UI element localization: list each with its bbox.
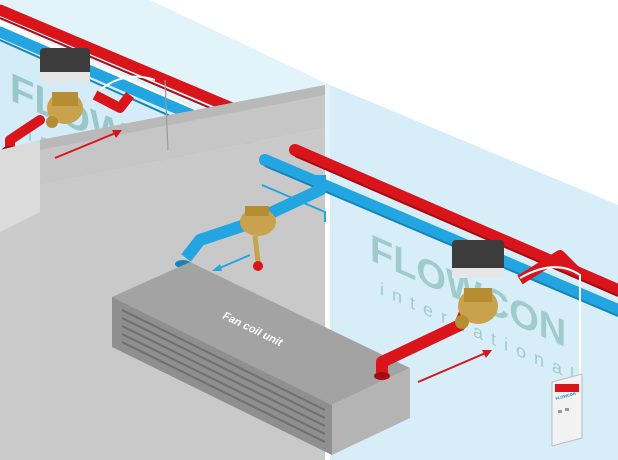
- control-wire: [164, 79, 169, 151]
- flow-arrow-icon: [417, 350, 492, 383]
- fan-coil-side: [332, 368, 410, 455]
- fan-coil-top: [112, 262, 410, 405]
- balancing-valve: [240, 206, 276, 271]
- left-valve-assembly: [40, 48, 156, 128]
- room-controller-icon: FLOWCON: [551, 373, 583, 447]
- flow-arrow-icon: [54, 130, 122, 159]
- right-valve-assembly: [452, 240, 581, 375]
- actuator-icon: [452, 240, 504, 274]
- fan-coil-grille: [121, 309, 326, 443]
- ceiling-plane: [0, 0, 618, 205]
- controller-brand: FLOWCON: [555, 391, 576, 401]
- fan-coil-unit: Fan coil unit: [112, 262, 410, 455]
